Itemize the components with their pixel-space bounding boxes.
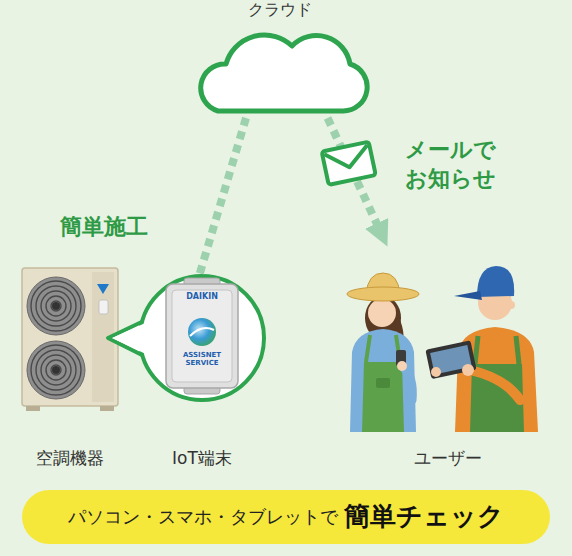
user-man-part — [462, 364, 474, 376]
air-conditioner — [22, 268, 118, 411]
iot-label: IoT端末 — [172, 448, 232, 468]
user-man — [425, 266, 538, 432]
air-conditioner-part — [100, 406, 114, 411]
user-woman-part — [397, 361, 407, 371]
air-conditioner-part-part — [27, 277, 85, 335]
construction-note: 簡単施工 — [60, 214, 190, 240]
user-node: ユーザー — [335, 250, 560, 468]
user-woman-part — [366, 335, 400, 362]
user-man-part — [454, 291, 482, 300]
air-conditioner-part-part — [31, 281, 81, 331]
banner-emphasis: 簡単チェック — [344, 501, 504, 532]
data-link-line — [199, 118, 246, 275]
user-man-part — [425, 340, 476, 379]
air-conditioner-part-part — [27, 341, 85, 399]
cloud-node: クラウド — [195, 0, 365, 118]
air-conditioner-part-part — [51, 301, 61, 311]
user-woman-part — [347, 287, 419, 301]
air-conditioner-part-part — [46, 296, 66, 316]
user-woman-part — [376, 378, 390, 388]
equipment-label: 空調機器 — [36, 448, 104, 468]
iot-device-part — [166, 284, 238, 388]
user-woman-part — [368, 299, 396, 327]
air-conditioner-part — [99, 300, 108, 314]
user-man-part — [477, 266, 514, 297]
air-conditioner-part-part — [41, 355, 71, 385]
iot-device-part — [172, 290, 232, 382]
air-conditioner-part-part — [41, 291, 71, 321]
air-conditioner-part — [27, 277, 85, 399]
air-conditioner-part — [97, 284, 109, 294]
user-man-part — [475, 336, 519, 364]
user-man-part-part — [425, 340, 476, 379]
device-brand: DAIKIN — [172, 292, 232, 302]
equipment-node: 空調機器 — [14, 262, 126, 468]
user-man-part — [470, 370, 520, 400]
air-conditioner-part-part — [52, 366, 60, 374]
user-woman-part — [350, 329, 416, 432]
cloud-label: クラウド — [248, 0, 312, 19]
device-service-name: ASSISNET SERVICE — [172, 352, 232, 367]
air-conditioner-part — [26, 406, 40, 411]
user-man-part — [431, 367, 441, 377]
air-conditioner-part-part — [31, 345, 81, 395]
banner-text: パソコン・スマホ・タブレットで — [68, 506, 338, 528]
user-woman — [347, 273, 419, 432]
air-conditioner-part-part — [36, 286, 76, 326]
air-conditioner-part-part — [36, 350, 76, 390]
check-banner: パソコン・スマホ・タブレットで簡単チェック — [22, 490, 550, 544]
edge-label: メールで お知らせ — [405, 136, 509, 193]
user-label: ユーザー — [414, 448, 482, 468]
callout-bubble-part — [112, 320, 152, 356]
iot-terminal-node: IoT端末 — [136, 275, 268, 468]
user-woman-part — [404, 368, 412, 400]
iot-device-part — [190, 328, 214, 336]
iot-device — [166, 278, 238, 394]
air-conditioner-part-part — [51, 365, 61, 375]
mail-envelope-part — [324, 145, 371, 172]
cloud-shape — [201, 35, 367, 111]
callout-bubble-part — [140, 276, 264, 400]
air-conditioner-part — [22, 268, 118, 406]
user-woman-part — [362, 362, 404, 432]
air-conditioner-part-part — [52, 302, 60, 310]
user-man-part — [507, 301, 515, 309]
callout-bubble — [108, 276, 264, 400]
user-man-part — [470, 364, 524, 432]
mail-envelope — [322, 142, 376, 185]
iot-device-part — [188, 318, 216, 346]
air-conditioner-part-part — [46, 360, 66, 380]
mail-envelope-part — [322, 142, 376, 185]
